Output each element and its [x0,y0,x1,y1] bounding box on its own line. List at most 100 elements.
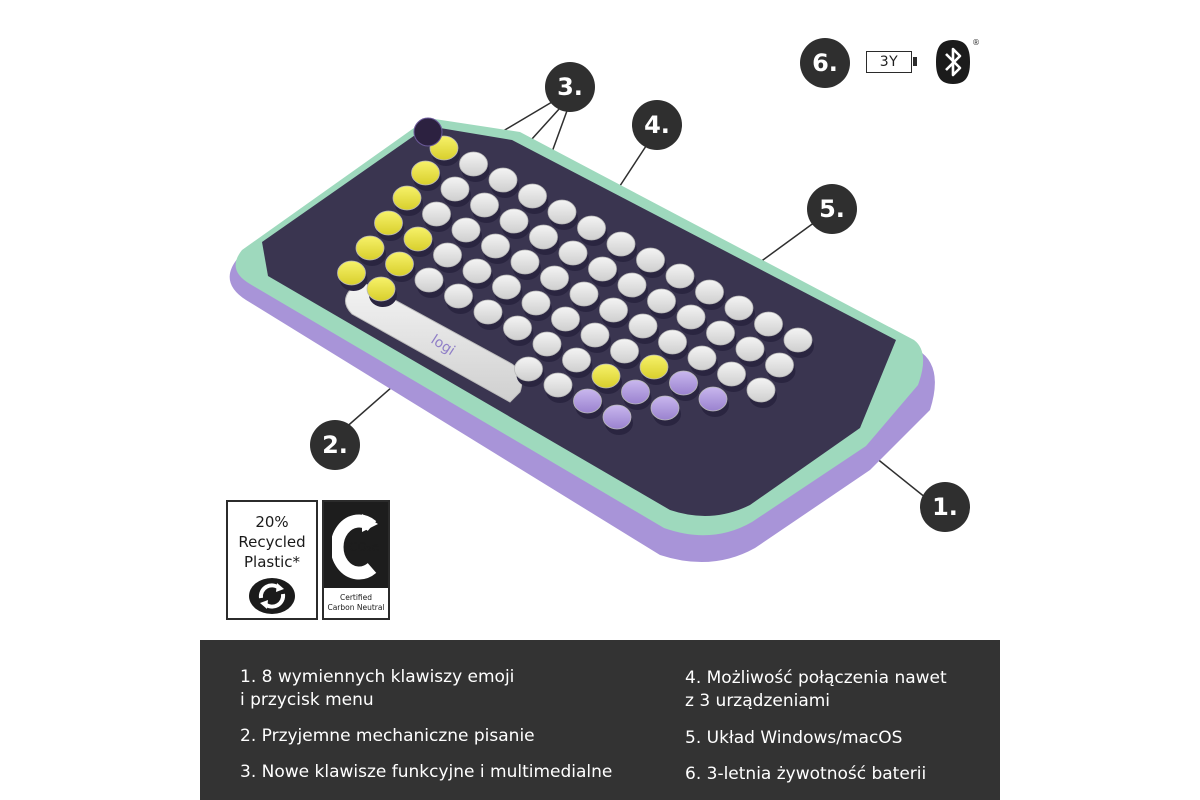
key-cap [492,274,521,300]
features-panel: 1. 8 wymiennych klawiszy emoji i przycis… [200,640,1000,800]
key-cap [414,267,444,293]
keyboard-product-image: logi [229,101,935,563]
key-cap [669,370,698,396]
key-cap [521,290,551,316]
feature-6: 6. 3-letnia żywotność baterii [685,764,927,784]
key-cap [514,356,543,382]
key-cap [529,224,558,250]
key-cap [617,272,647,298]
key-cap [422,201,451,227]
key-cap [588,256,617,282]
key-cap [551,306,580,332]
recycled-line-1: 20% [255,513,289,531]
feature-4: 4. Możliwość połączenia nawet z 3 urządz… [685,667,947,713]
callout-marker-5: 5. [807,184,857,234]
carbon-c-icon [332,514,378,580]
menu-dial [413,117,443,147]
key-cap [488,167,518,193]
key-cap [647,288,676,314]
keys [337,135,814,435]
key-cap [591,363,621,389]
key-cap [510,249,540,275]
key-cap [573,388,602,414]
key-cap [499,208,529,234]
registered-mark: ® [972,38,980,47]
callout-marker-4: 4. [632,100,682,150]
key-cap [610,338,639,364]
key-cap [385,251,414,277]
key-cap [355,235,385,261]
key-cap [665,263,695,289]
key-cap [650,395,680,421]
key-cap [562,347,591,373]
key-cap [676,304,706,330]
key-cap [337,260,366,286]
callout-marker-1: 1. [920,482,970,532]
carbon-neutral-badge: CO₂e Certified Carbon Neutral [322,500,390,620]
key-cap [547,199,577,225]
key-cap [695,279,724,305]
recycled-plastic-badge: 20% Recycled Plastic* [226,500,318,620]
key-cap [543,372,573,398]
key-cap [444,283,473,309]
key-cap [621,379,650,405]
key-cap [746,377,776,403]
key-cap [392,185,422,211]
key-cap [639,354,669,380]
key-cap [687,345,717,371]
key-cap [540,265,569,291]
key-cap [636,247,665,273]
callout-marker-2: 2. [310,420,360,470]
feature-1: 1. 8 wymiennych klawiszy emoji i przycis… [240,666,514,712]
key-cap [783,327,813,353]
key-cap [658,329,687,355]
battery-label: 3Y [879,54,899,70]
key-cap [558,240,588,266]
key-cap [411,160,440,186]
callout-marker-3: 3. [545,62,595,112]
key-cap [451,217,481,243]
feature-4-line-2: z 3 urządzeniami [685,691,831,711]
key-cap [765,352,794,378]
callout-marker-6: 6. [800,38,850,88]
key-cap [569,281,599,307]
co2e-symbol: CO₂e [349,540,380,554]
key-cap [724,295,754,321]
feature-5: 5. Układ Windows/macOS [685,728,903,748]
callout-lines [342,101,927,499]
key-cap [518,183,547,209]
key-cap [433,242,462,268]
feature-4-line-1: 4. Możliwość połączenia nawet [685,668,947,688]
key-cap [459,151,488,177]
key-cap [580,322,610,348]
key-cap [706,320,735,346]
recycled-line-3: Plastic* [243,553,300,571]
key-cap [403,226,433,252]
recycle-icon [249,578,295,614]
key-cap [599,297,628,323]
carbon-line-1: Certified [339,593,373,602]
carbon-badge-text: Certified Carbon Neutral [324,593,388,613]
key-cap [577,215,606,241]
key-cap [698,386,728,412]
key-cap [754,311,783,337]
key-cap [606,231,636,257]
key-cap [462,258,492,284]
key-cap [473,299,503,325]
key-cap [717,361,746,387]
feature-2: 2. Przyjemne mechaniczne pisanie [240,726,535,746]
key-cap [374,210,403,236]
key-cap [503,315,532,341]
battery-icon: 3Y [866,51,917,73]
recycled-line-2: Recycled [238,533,306,551]
key-cap [602,404,632,430]
key-cap [470,192,499,218]
key-cap [440,176,470,202]
key-cap [366,276,396,302]
key-cap [735,336,765,362]
carbon-line-2: Carbon Neutral [327,603,385,612]
key-cap [628,313,658,339]
key-cap [532,331,562,357]
key-cap [481,233,510,259]
bluetooth-icon [936,40,970,84]
